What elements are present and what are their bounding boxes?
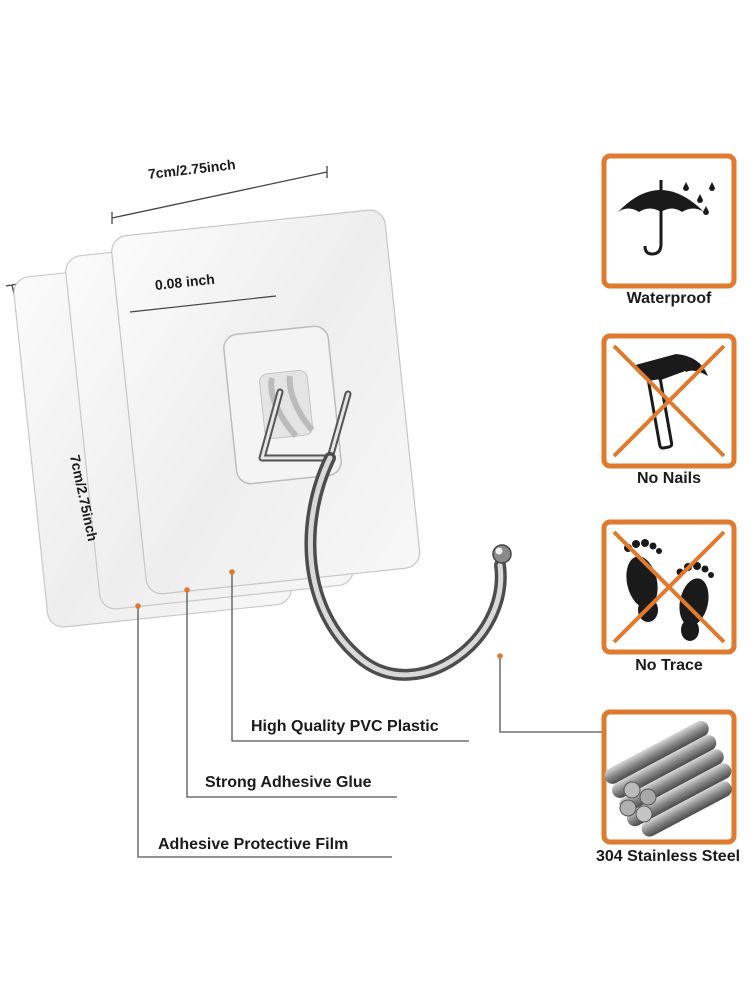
callout-dots xyxy=(135,569,503,659)
callout-protective-film: Adhesive Protective Film xyxy=(158,836,349,853)
thickness-line xyxy=(129,295,277,313)
feature-badge-waterproof xyxy=(601,153,737,289)
cross-icon xyxy=(612,530,726,644)
callout-leaders xyxy=(137,572,602,858)
feature-badge-stainless-steel xyxy=(601,709,737,845)
feature-label-no-trace: No Trace xyxy=(635,657,703,674)
callout-adhesive-glue: Strong Adhesive Glue xyxy=(205,774,372,791)
umbrella-icon xyxy=(618,180,715,256)
dimension-line-top xyxy=(111,166,328,224)
steel-rods-icon xyxy=(604,720,732,837)
feature-badge-no-nails xyxy=(601,333,737,469)
cross-icon xyxy=(612,344,726,458)
callout-pvc-plastic: High Quality PVC Plastic xyxy=(251,718,439,735)
feature-label-no-nails: No Nails xyxy=(636,470,701,487)
feature-label-stainless-steel: 304 Stainless Steel xyxy=(595,848,741,865)
stainless-hook xyxy=(258,388,512,681)
feature-badge-no-trace xyxy=(601,519,737,655)
feature-label-waterproof: Waterproof xyxy=(626,290,712,307)
